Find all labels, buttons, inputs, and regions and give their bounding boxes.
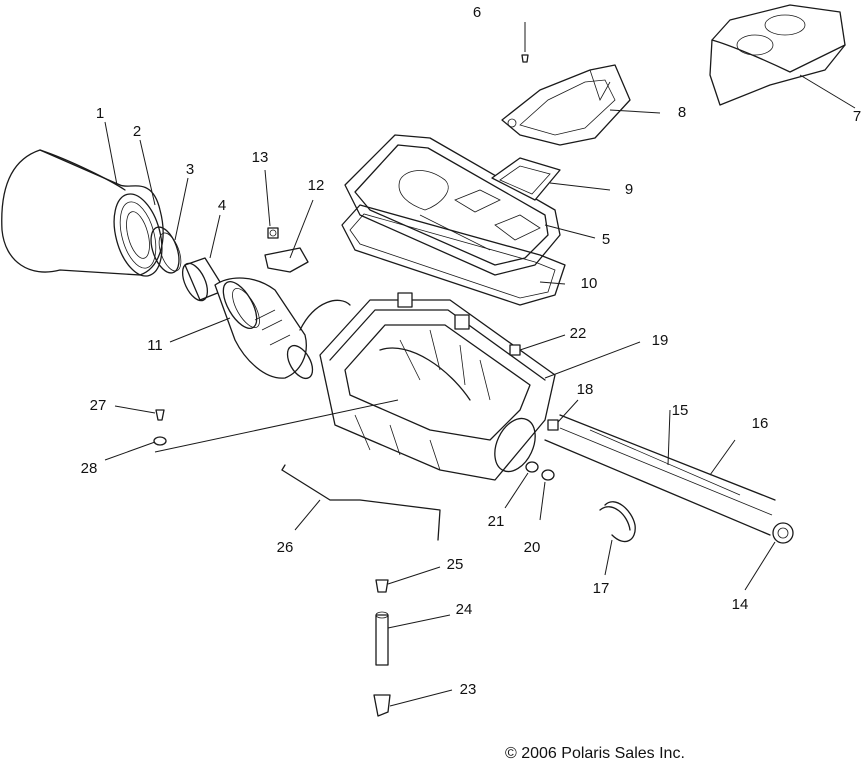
intake-boot [181, 257, 226, 302]
filter-clamp [150, 226, 182, 274]
callout-22: 22 [570, 325, 587, 342]
callout-17: 17 [593, 580, 610, 597]
callout-26: 26 [277, 539, 294, 556]
callout-14: 14 [732, 596, 749, 613]
heat-shield [281, 464, 441, 541]
air-temp-sensor [264, 227, 309, 273]
callout-2: 2 [133, 123, 141, 140]
callout-12: 12 [308, 177, 325, 194]
callout-16: 16 [752, 415, 769, 432]
callout-27: 27 [90, 397, 107, 414]
air-filter-element [1, 149, 164, 277]
callout-3: 3 [186, 161, 194, 178]
callout-6: 6 [473, 4, 481, 21]
air-box-cover [344, 134, 561, 276]
callout-18: 18 [577, 381, 594, 398]
screw [521, 54, 529, 63]
cover-seal [341, 204, 566, 306]
leader-lines [104, 22, 856, 707]
fittings [509, 344, 559, 481]
callout-4: 4 [218, 197, 226, 214]
callout-13: 13 [252, 149, 269, 166]
callout-7: 7 [853, 108, 861, 125]
callout-23: 23 [460, 681, 477, 698]
callout-1: 1 [96, 105, 104, 122]
callout-21: 21 [488, 513, 505, 530]
air-box-base [319, 292, 556, 481]
callout-9: 9 [625, 181, 633, 198]
callout-15: 15 [672, 402, 689, 419]
mount-screw [153, 409, 167, 446]
callout-19: 19 [652, 332, 669, 349]
callout-labels: 1 2 3 4 5 6 7 8 9 10 11 12 13 14 15 16 1… [81, 4, 862, 698]
callout-10: 10 [581, 275, 598, 292]
hose-clamp [599, 501, 636, 543]
intake-scoop [501, 64, 631, 146]
copyright-notice: © 2006 Polaris Sales Inc. [505, 745, 685, 762]
callout-28: 28 [81, 460, 98, 477]
inlet-duct [214, 277, 351, 380]
callout-24: 24 [456, 601, 473, 618]
drain-assembly [373, 579, 391, 717]
callout-25: 25 [447, 556, 464, 573]
tube-clamp [772, 522, 794, 544]
cover-plate [491, 157, 561, 201]
callout-8: 8 [678, 104, 686, 121]
callout-11: 11 [147, 337, 163, 354]
callout-20: 20 [524, 539, 541, 556]
callout-5: 5 [602, 231, 610, 248]
foam-pad [709, 4, 846, 106]
drain-tube [544, 414, 776, 536]
